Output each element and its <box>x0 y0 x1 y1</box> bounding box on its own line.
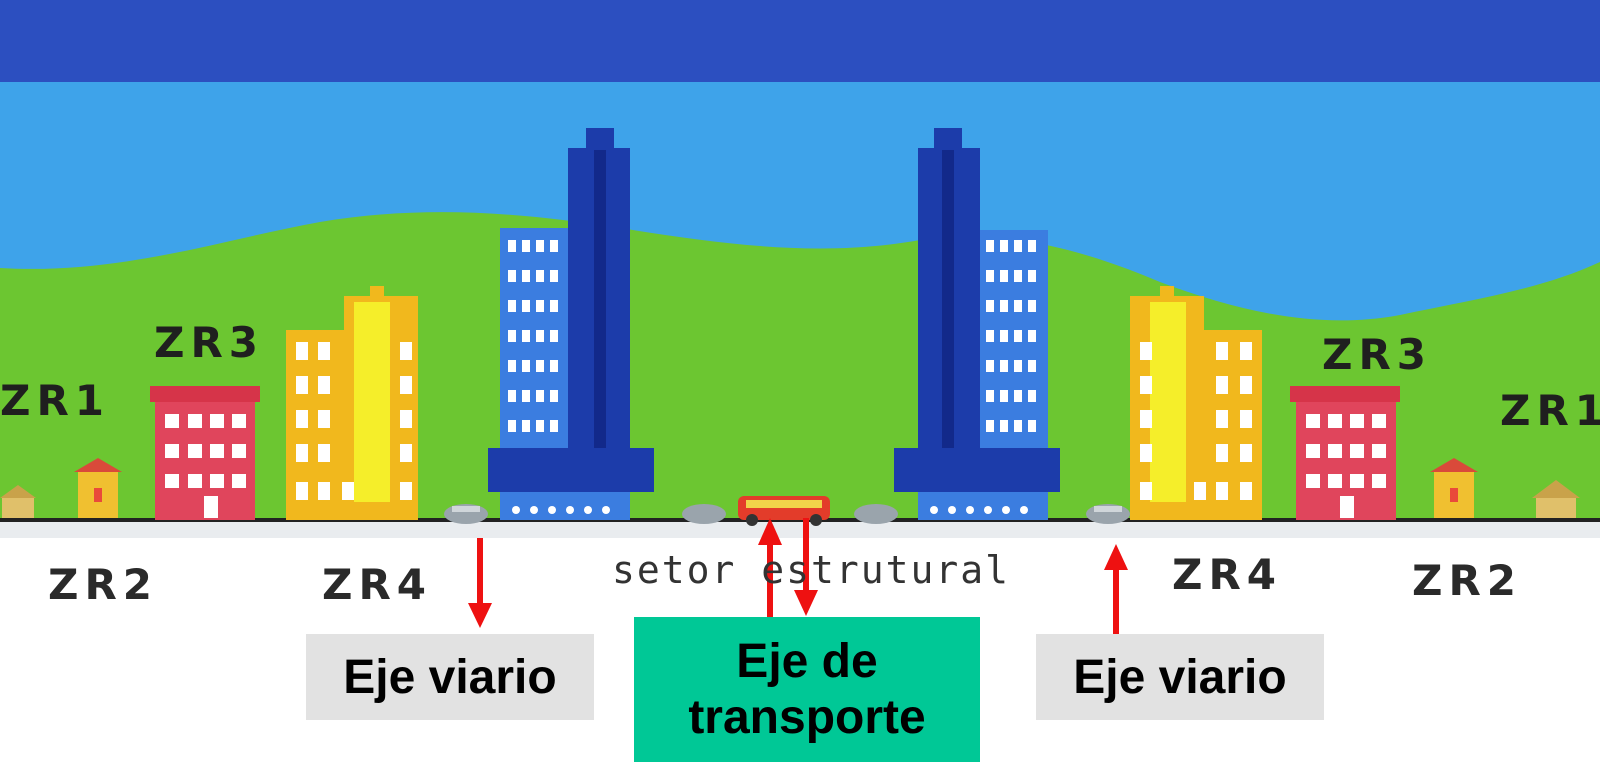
arrow-down-left <box>468 538 492 628</box>
transport-axis-label-line1: Eje de <box>736 634 878 688</box>
road-axis-box-left: Eje viario <box>306 634 594 720</box>
sky-top-band <box>0 0 1600 82</box>
zone-label-zr4-right: ZR4 <box>1172 550 1283 599</box>
zone-label-zr2-right: ZR2 <box>1412 556 1523 605</box>
car-center-right <box>854 504 898 524</box>
sector-label: setor estrutural <box>612 548 1011 592</box>
car-center-left <box>682 504 726 524</box>
zone-label-zr1-right: ZR1 <box>1500 386 1600 435</box>
yellow-building-right <box>1130 286 1262 520</box>
bus <box>738 496 830 526</box>
car-right <box>1086 504 1130 524</box>
zone-label-zr3-left: ZR3 <box>154 318 265 367</box>
house-left-small <box>0 485 36 518</box>
arrow-up-right <box>1104 544 1128 634</box>
zone-label-zr2-left: ZR2 <box>48 560 159 609</box>
yellow-building-left <box>286 286 418 520</box>
tower-right <box>894 128 1060 520</box>
zone-label-zr4-left: ZR4 <box>322 560 433 609</box>
house-right-small <box>1532 480 1580 518</box>
zone-label-zr3-right: ZR3 <box>1322 330 1433 379</box>
arrow-down-center <box>794 518 818 616</box>
road-axis-label-right: Eje viario <box>1073 650 1287 704</box>
car-left <box>444 504 488 524</box>
house-left-red-roof <box>74 458 122 518</box>
tower-left <box>488 128 654 520</box>
transport-axis-box: Eje de transporte <box>634 617 980 762</box>
ground <box>0 518 1600 538</box>
zone-label-zr1-left: ZR1 <box>0 376 111 425</box>
house-right-red-roof <box>1430 458 1478 518</box>
road-axis-box-right: Eje viario <box>1036 634 1324 720</box>
transport-axis-label-line2: transporte <box>688 690 926 744</box>
road-axis-label-left: Eje viario <box>343 650 557 704</box>
arrow-up-center <box>758 518 782 618</box>
red-building-right <box>1290 386 1400 520</box>
red-building-left <box>150 386 260 520</box>
